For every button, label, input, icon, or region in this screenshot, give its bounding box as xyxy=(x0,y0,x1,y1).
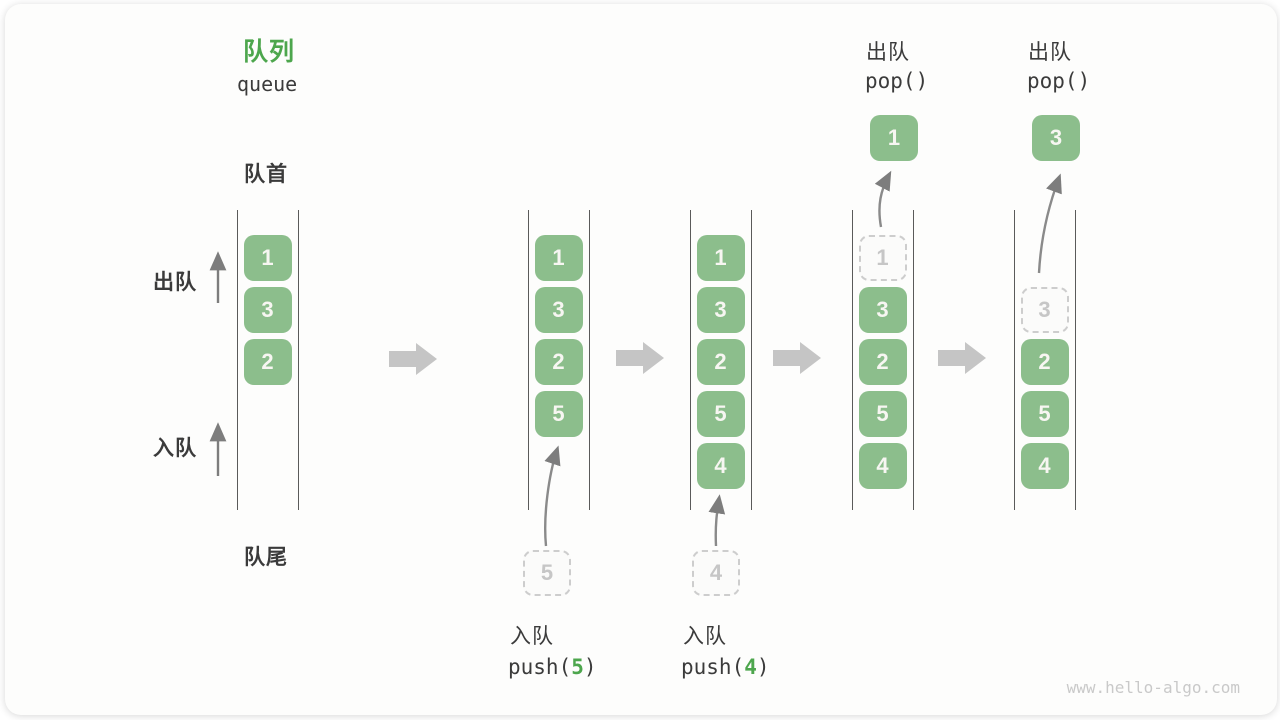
queue-rail-left xyxy=(1014,210,1015,510)
queue-rail-left xyxy=(690,210,691,510)
label-dequeue-side: 出队 xyxy=(153,271,197,294)
queue-rail-right xyxy=(1075,210,1076,510)
queue-cell: 2 xyxy=(696,339,745,385)
code-push: push(5) xyxy=(508,655,597,679)
code-pop: pop() xyxy=(1027,69,1091,93)
pop3-arrow xyxy=(1037,173,1062,274)
label-enqueue-side: 入队 xyxy=(153,437,197,460)
next-state-arrow xyxy=(616,342,664,374)
queue-rail-left xyxy=(237,210,238,510)
code-push-arg: 4 xyxy=(744,655,757,679)
next-state-arrow xyxy=(389,343,437,375)
label-dequeue-op: 出队 xyxy=(866,41,910,64)
queue-rail-left xyxy=(528,210,529,510)
code-pop: pop() xyxy=(865,69,929,93)
queue-cell: 5 xyxy=(858,391,907,437)
diagram-title-zh: 队列 xyxy=(243,38,296,66)
queue-cell: 3 xyxy=(858,287,907,333)
queue-cell: 5 xyxy=(534,391,583,437)
queue-cell: 5 xyxy=(696,391,745,437)
label-enqueue-op: 入队 xyxy=(683,625,727,648)
queue-rail-right xyxy=(298,210,299,510)
queue-cell: 2 xyxy=(1020,339,1069,385)
code-push-arg: 5 xyxy=(571,655,584,679)
queue-cell: 3 xyxy=(696,287,745,333)
next-state-arrow xyxy=(773,342,821,374)
queue-cell: 4 xyxy=(696,443,745,489)
pushed-value-box: 4 xyxy=(692,550,740,596)
label-queue-rear: 队尾 xyxy=(244,546,288,569)
queue-cell: 2 xyxy=(243,339,292,385)
label-enqueue-op: 入队 xyxy=(510,625,554,648)
label-dequeue-op: 出队 xyxy=(1028,41,1072,64)
queue-rail-right xyxy=(589,210,590,510)
queue-rail-right xyxy=(751,210,752,510)
queue-cell: 5 xyxy=(1020,391,1069,437)
code-push: push(4) xyxy=(681,655,770,679)
queue-cell: 2 xyxy=(858,339,907,385)
pop1-arrow xyxy=(874,170,892,228)
queue-rail-left xyxy=(852,210,853,510)
push5-arrow xyxy=(544,445,561,547)
popped-value-box: 3 xyxy=(1032,115,1080,161)
queue-cell-removed: 1 xyxy=(858,235,907,281)
next-state-arrow xyxy=(938,342,986,374)
pushed-value-box: 5 xyxy=(523,550,571,596)
queue-cell: 1 xyxy=(243,235,292,281)
popped-value-box: 1 xyxy=(870,115,918,161)
queue-cell: 1 xyxy=(696,235,745,281)
queue-rail-right xyxy=(913,210,914,510)
diagram-title-en: queue xyxy=(237,72,298,96)
queue-cell: 1 xyxy=(534,235,583,281)
queue-cell: 3 xyxy=(534,287,583,333)
label-queue-front: 队首 xyxy=(244,163,288,186)
push4-arrow xyxy=(708,494,726,547)
queue-cell-removed: 3 xyxy=(1020,287,1069,333)
queue-cell: 4 xyxy=(1020,443,1069,489)
queue-cell: 2 xyxy=(534,339,583,385)
queue-cell: 3 xyxy=(243,287,292,333)
watermark: www.hello-algo.com xyxy=(1066,678,1240,697)
queue-cell: 4 xyxy=(858,443,907,489)
